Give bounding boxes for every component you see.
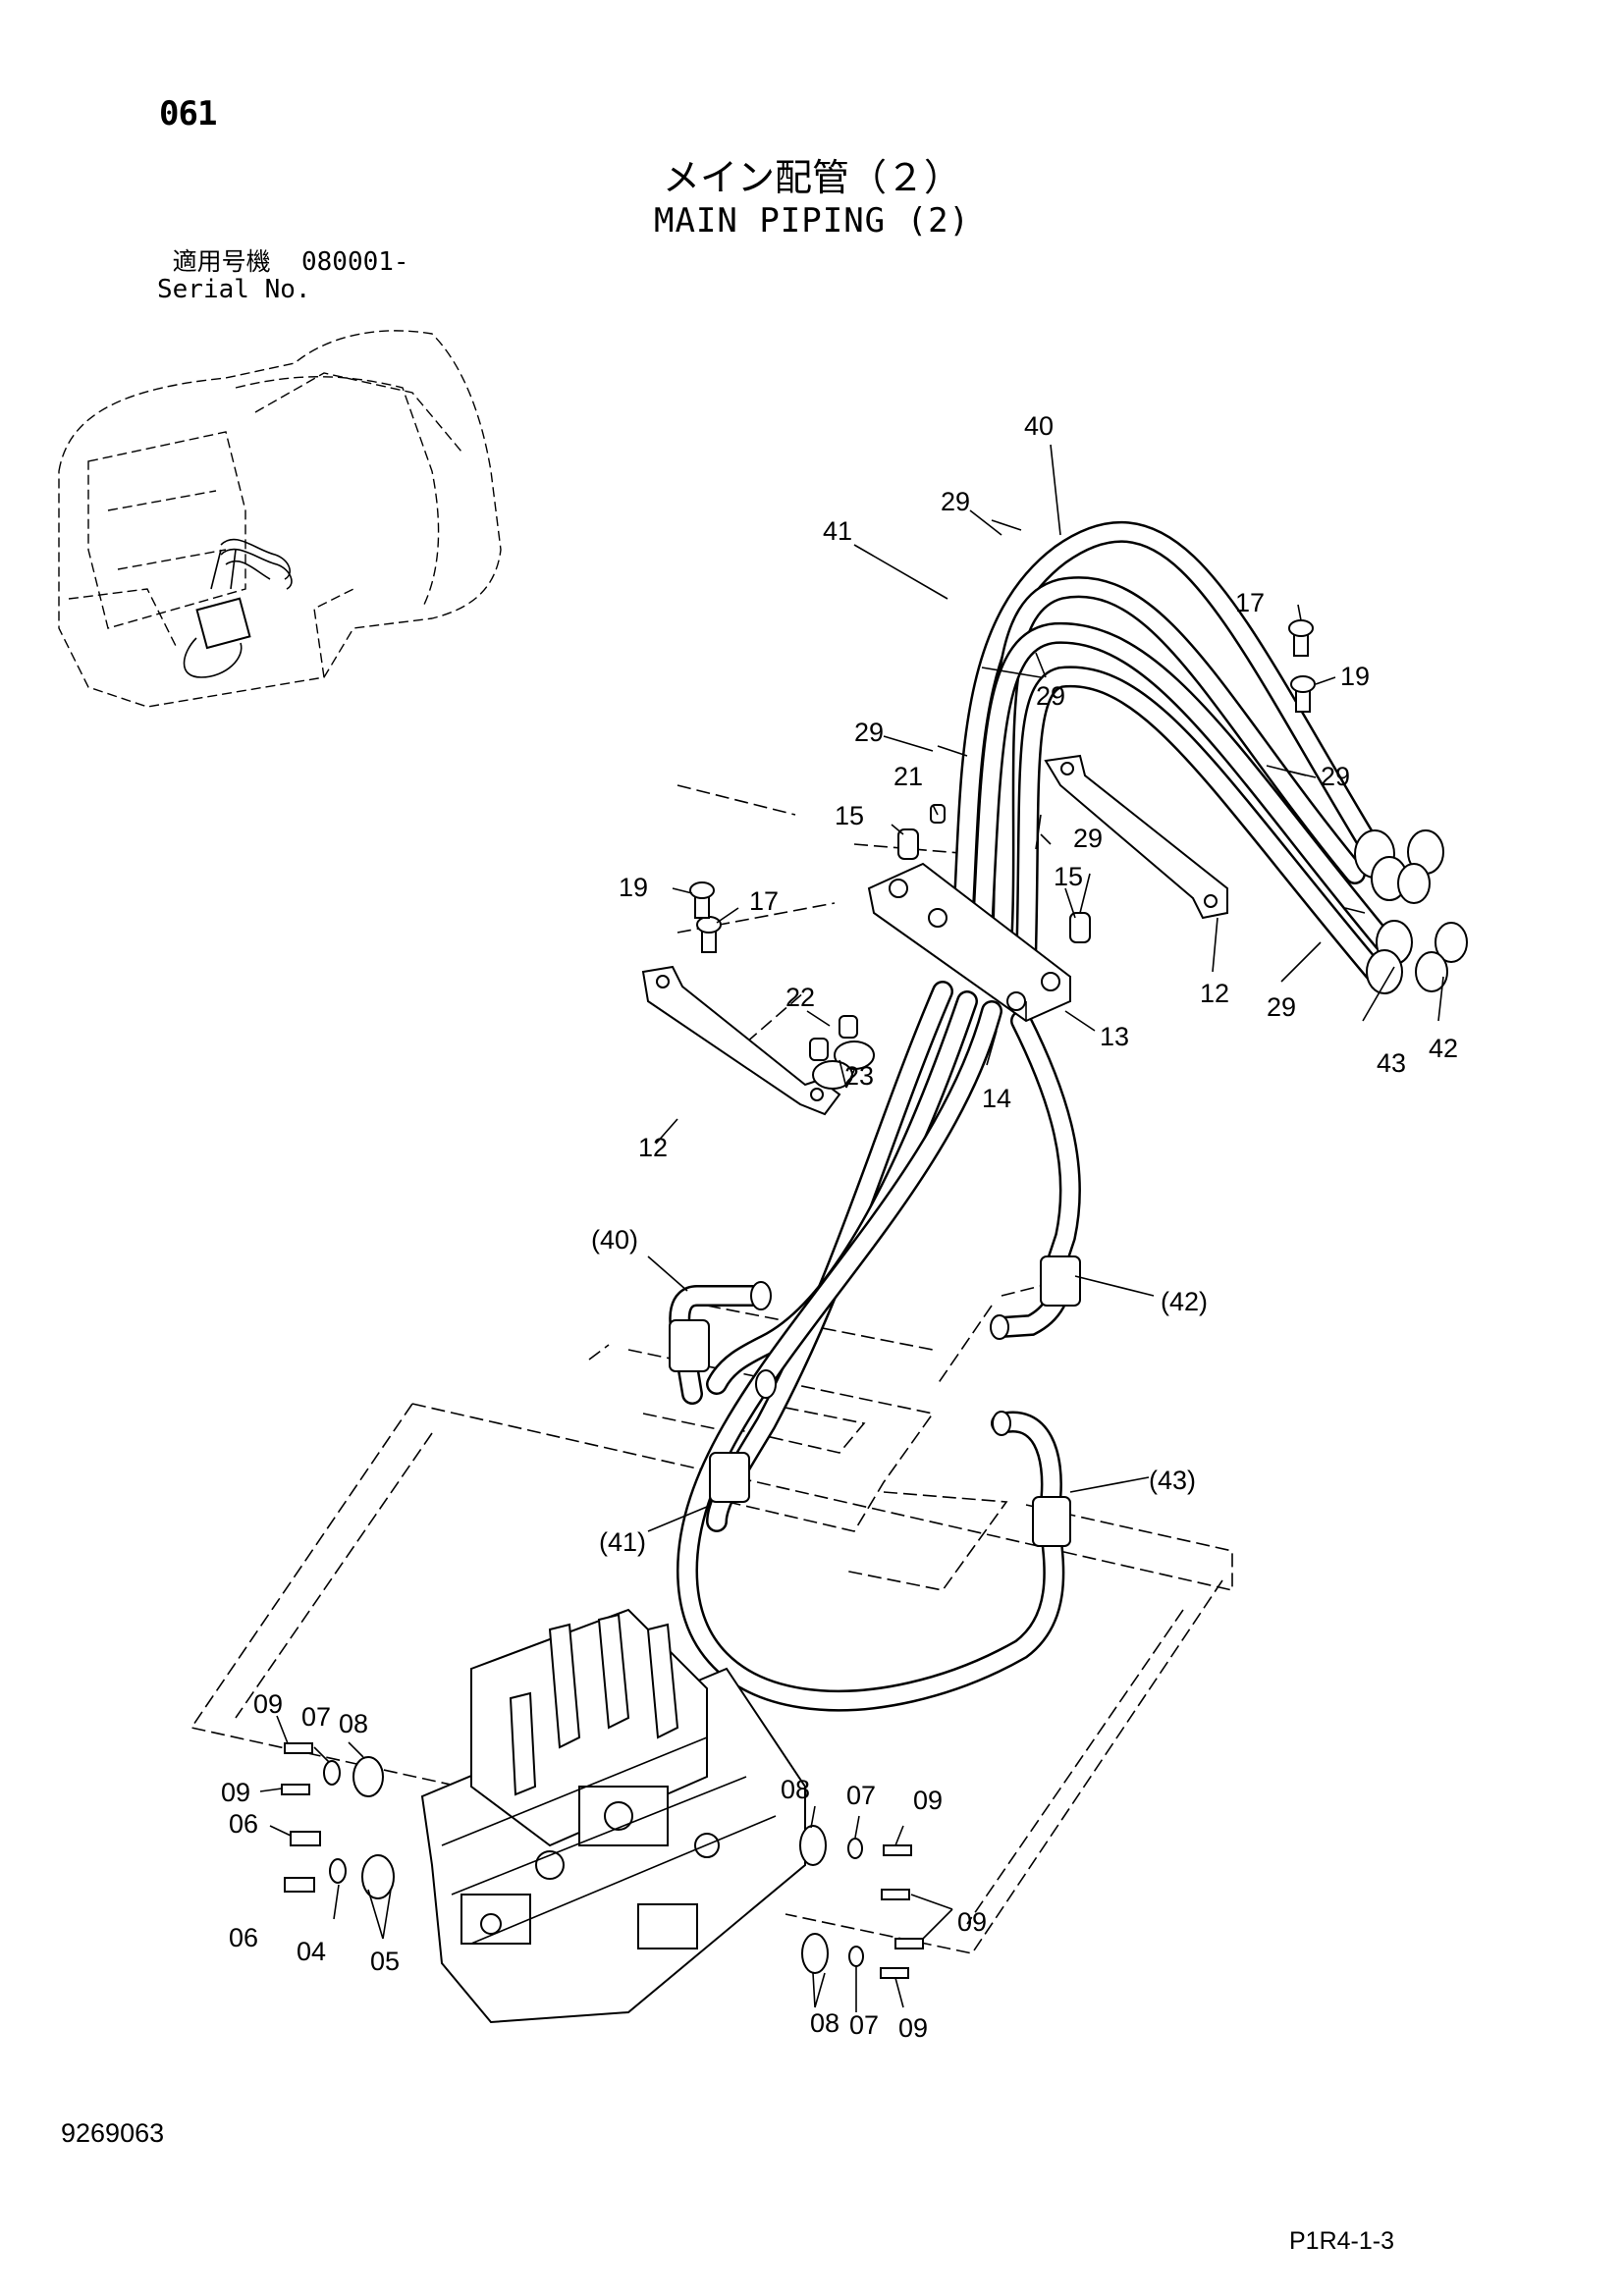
serial-label-jp: 適用号機	[172, 247, 271, 276]
callout-41: 41	[823, 516, 852, 546]
callout-22: 22	[785, 983, 815, 1012]
callout-07: 07	[846, 1781, 876, 1810]
serial-value: 080001-	[300, 247, 409, 277]
callout-13: 13	[1100, 1022, 1129, 1051]
page-code: P1R4-1-3	[1289, 2227, 1394, 2255]
callout-43-ref: (43)	[1149, 1466, 1196, 1495]
callout-41-ref: (41)	[599, 1527, 646, 1557]
callout-40-ref: (40)	[591, 1225, 638, 1255]
callout-23: 23	[844, 1061, 874, 1091]
machine-overview-inset	[58, 330, 502, 708]
callout-42-ref: (42)	[1161, 1287, 1208, 1316]
callout-29: 29	[1321, 762, 1350, 791]
callout-43: 43	[1377, 1048, 1406, 1078]
callout-17: 17	[1235, 588, 1265, 617]
title-japanese: メイン配管（２）	[662, 156, 961, 199]
callout-09: 09	[913, 1786, 943, 1815]
callout-29: 29	[1036, 681, 1065, 711]
callout-07: 07	[849, 2010, 879, 2040]
callout-15: 15	[1054, 862, 1083, 891]
callout-04: 04	[297, 1937, 326, 1966]
callout-19: 19	[619, 873, 648, 902]
callout-08: 08	[810, 2008, 839, 2038]
callout-05: 05	[370, 1947, 400, 1976]
callout-17: 17	[749, 886, 779, 916]
callout-09: 09	[957, 1907, 987, 1937]
callout-29: 29	[854, 718, 884, 747]
callout-06: 06	[229, 1809, 258, 1839]
callout-29: 29	[1073, 824, 1103, 853]
callout-06: 06	[229, 1923, 258, 1952]
callout-12: 12	[638, 1133, 668, 1162]
control-valve	[420, 1608, 806, 2024]
callout-40: 40	[1024, 411, 1054, 441]
valve-fasteners	[281, 1742, 924, 1979]
brackets-and-blocks	[641, 619, 1316, 1116]
callout-15: 15	[835, 801, 864, 830]
callout-09: 09	[221, 1778, 250, 1807]
hose-end-fittings	[669, 519, 1468, 1547]
callout-08: 08	[781, 1775, 810, 1804]
leader-lines	[259, 444, 1444, 2012]
title-english: MAIN PIPING (2)	[653, 201, 971, 240]
callout-09: 09	[898, 2013, 928, 2043]
callout-12: 12	[1200, 979, 1229, 1008]
callout-29: 29	[941, 487, 970, 516]
callout-21: 21	[893, 762, 923, 791]
serial-info: 適用号機 080001- Serial No.	[157, 247, 409, 304]
callout-42: 42	[1429, 1034, 1458, 1063]
document-number: 9269063	[61, 2118, 165, 2148]
page-number: 061	[159, 94, 217, 133]
callout-08: 08	[339, 1709, 368, 1738]
callout-19: 19	[1340, 662, 1370, 691]
callout-29: 29	[1267, 992, 1296, 1022]
serial-label-en: Serial No.	[157, 275, 311, 304]
callout-labels: 40 29 41 17 29 19 29 29 21 15 29 15 19 1…	[221, 411, 1458, 2043]
callout-14: 14	[982, 1084, 1011, 1113]
callout-09: 09	[253, 1689, 283, 1719]
callout-07: 07	[301, 1702, 331, 1732]
